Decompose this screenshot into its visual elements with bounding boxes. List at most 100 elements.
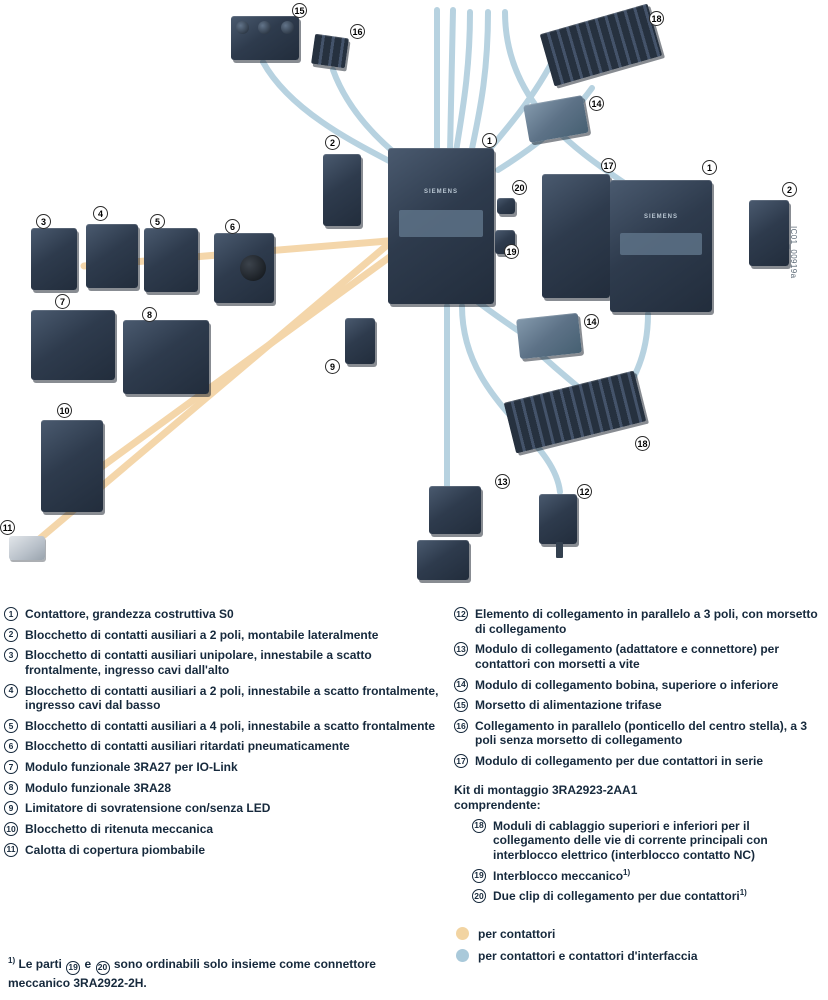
kit-items: 18 Moduli di cablaggio superiori e infer…: [454, 818, 822, 904]
legend-item-7: 7 Modulo funzionale 3RA27 per IO-Link: [4, 759, 446, 775]
part-aux-front-3: [31, 228, 77, 290]
kit-text-20-body: Due clip di collegamento per due contatt…: [493, 889, 740, 904]
legend-num-7: 7: [4, 760, 18, 774]
callout-14-bottom: 14: [584, 314, 599, 329]
legend-text-12: Elemento di collegamento in parallelo a …: [475, 607, 818, 636]
legend-item-15: 15 Morsetto di alimentazione trifase: [454, 697, 822, 713]
image-id: IC01_00919a: [789, 226, 798, 279]
callout-2-left: 2: [325, 135, 340, 150]
exploded-diagram: SIEMENS SIEMENS 15 16 18 14 1 2 17 1 20 …: [0, 3, 798, 580]
timer-knob-icon: [240, 255, 266, 281]
callout-4: 4: [93, 206, 108, 221]
legend-text-8: Modulo funzionale 3RA28: [25, 780, 172, 795]
legend-text-13: Modulo di collegamento (adattatore e con…: [475, 642, 780, 671]
screw-icon: [235, 21, 249, 34]
legend-item-13: 13 Modulo di collegamento (adattatore e c…: [454, 641, 822, 671]
callout-18-bottom: 18: [635, 436, 650, 451]
legend-text-11: Calotta di copertura piombabile: [25, 842, 206, 857]
callout-12: 12: [577, 484, 592, 499]
part-coil-module-14-bottom: [516, 312, 582, 360]
legend-num-8: 8: [4, 780, 18, 795]
legend-num-5: 5: [4, 718, 18, 733]
legend-text-15: Morsetto di alimentazione trifase: [475, 698, 662, 713]
callout-17: 17: [601, 158, 616, 173]
legend-num-12: 12: [454, 607, 468, 621]
kit-section: Kit di montaggio 3RA2923-2AA1 comprenden…: [454, 783, 822, 904]
legend-num-1: 1: [4, 607, 18, 621]
brand-label: SIEMENS: [423, 188, 458, 195]
legend-text-1: Contattore, grandezza costruttiva S0: [25, 607, 234, 621]
part-supply-terminal-15: [231, 16, 299, 60]
brand-label: SIEMENS: [643, 214, 678, 221]
callout-3: 3: [36, 214, 51, 229]
kit-text-18-body: Moduli di cablaggio superiori e inferior…: [493, 818, 768, 862]
legend-item-6: 6 Blocchetto di contatti ausiliari ritard…: [4, 738, 446, 754]
legend-text-7: Modulo funzionale 3RA27 per IO-Link: [25, 760, 238, 774]
part-comb-16: [311, 33, 349, 69]
legend-item-10: 10 Blocchetto di ritenuta meccanica: [4, 821, 446, 837]
legend-num-17: 17: [454, 754, 468, 768]
screw-icon: [258, 21, 272, 34]
callout-15: 15: [292, 3, 307, 18]
part-iolink-module-7: [31, 310, 115, 380]
legend-text-10: Blocchetto di ritenuta meccanica: [25, 821, 214, 836]
part-aux-front-4: [86, 224, 138, 288]
callout-11: 11: [0, 520, 15, 535]
callout-2-right: 2: [782, 182, 797, 197]
legend-text-9: Limitatore di sovratensione con/senza LE…: [25, 801, 271, 816]
legend-num-15: 15: [454, 698, 468, 713]
kit-text-18: Moduli di cablaggio superiori e inferior…: [493, 818, 822, 863]
legend-num-9: 9: [4, 801, 18, 816]
part-adapter-13b: [417, 540, 469, 580]
callout-16: 16: [350, 24, 365, 39]
callout-9: 9: [325, 359, 340, 374]
legend-num-10: 10: [4, 821, 18, 836]
screw-icon: [281, 21, 295, 34]
part-function-module-8: [123, 320, 209, 394]
terminal-screws: [231, 16, 299, 34]
callout-13: 13: [495, 474, 510, 489]
color-key-interface: per contattori e contattori d'interfacci…: [456, 948, 822, 963]
legend-num-6: 6: [4, 739, 18, 754]
legend-item-2: 2 Blocchetto di contatti ausiliari a 2 po…: [4, 627, 446, 643]
part-latch-block-10: [41, 420, 103, 512]
kit-text-19-body: Interblocco meccanico: [493, 868, 624, 883]
legend-text-2: Blocchetto di contatti ausiliari a 2 pol…: [25, 627, 379, 642]
legend-column-right: 12 Elemento di collegamento in parallelo …: [454, 606, 822, 970]
kit-num-18: 18: [472, 818, 486, 833]
footnote-num-20: 20: [95, 960, 110, 975]
color-key: per contattori per contattori e contatto…: [454, 926, 822, 963]
callout-20: 20: [512, 180, 527, 195]
part-surge-limiter-9: [345, 318, 375, 364]
kit-text-20: Due clip di collegamento per due contatt…: [493, 888, 747, 904]
part-aux-side-2-right: [749, 200, 789, 266]
footnote: 1) Le parti 19 e 20 sono ordinabili solo…: [8, 956, 418, 991]
link-pin: [556, 542, 564, 558]
kit-item-18: 18 Moduli di cablaggio superiori e infer…: [472, 818, 822, 863]
legend-item-8: 8 Modulo funzionale 3RA28: [4, 780, 446, 796]
color-key-contactors: per contattori: [456, 926, 822, 941]
callout-8: 8: [142, 307, 157, 322]
legend-text-14: Modulo di collegamento bobina, superiore…: [475, 677, 779, 692]
footnote-pre: Le parti: [18, 957, 62, 971]
legend-text-16: Collegamento in parallelo (ponticello de…: [475, 718, 808, 748]
legend-num-14: 14: [454, 677, 468, 692]
legend-text-3: Blocchetto di contatti ausiliari unipola…: [25, 648, 372, 677]
kit-num-19: 19: [472, 868, 486, 883]
callout-1-right: 1: [702, 160, 717, 175]
legend-text-5: Blocchetto di contatti ausiliari a 4 pol…: [25, 718, 436, 733]
part-sealing-cap-11: [9, 536, 45, 560]
color-key-label-blue: per contattori e contattori d'interfacci…: [478, 948, 698, 963]
legend-num-4: 4: [4, 683, 18, 698]
legend-item-14: 14 Modulo di collegamento bobina, superio…: [454, 677, 822, 693]
footnote-post: sono ordinabili solo insieme come connet…: [8, 957, 376, 990]
blue-dot-icon: [456, 948, 469, 962]
kit-item-20: 20 Due clip di collegamento per due cont…: [472, 888, 822, 904]
legend-text-6: Blocchetto di contatti ausiliari ritarda…: [25, 739, 350, 754]
legend-num-2: 2: [4, 627, 18, 642]
legend-num-13: 13: [454, 642, 468, 657]
